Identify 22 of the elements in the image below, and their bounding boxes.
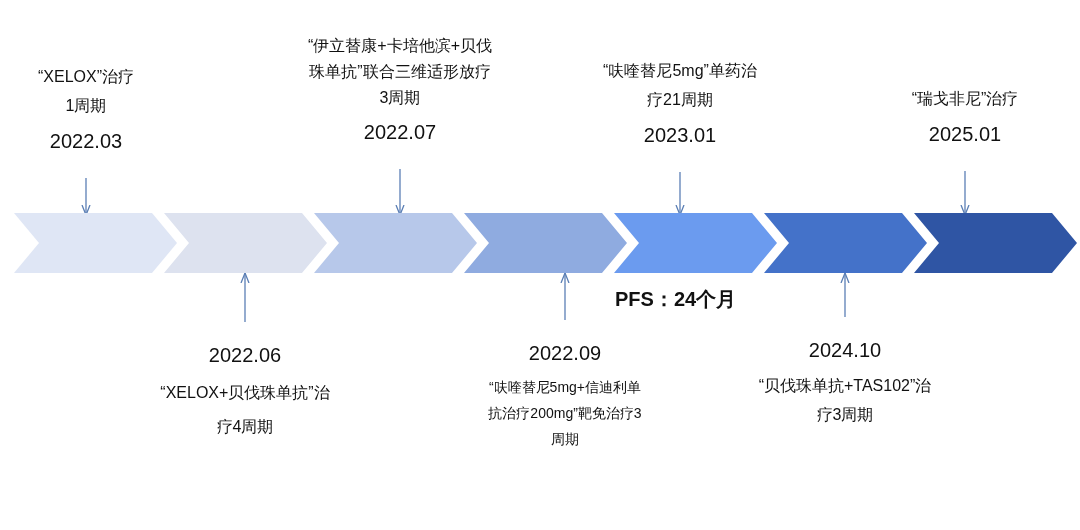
treatment-text: “呋喹替尼5mg”单药治疗21周期	[602, 61, 758, 110]
treatment-text: “瑞戈非尼”治疗	[910, 89, 1020, 109]
arrow	[240, 272, 250, 323]
treatment-text: “XELOX+贝伐珠单抗”治疗4周期	[159, 383, 331, 437]
date-label: 2024.10	[807, 338, 883, 363]
date-label: 2022.09	[527, 341, 603, 366]
arrow	[81, 177, 91, 216]
date-label: 2022.06	[207, 343, 283, 368]
pfs-label: PFS：24个月	[615, 287, 737, 312]
arrow	[960, 170, 970, 216]
treatment-text: “伊立替康+卡培他滨+贝伐珠单抗”联合三维适形放疗3周期	[307, 36, 493, 108]
date-label: 2022.03	[48, 129, 124, 154]
treatment-text: “呋喹替尼5mg+信迪利单抗治疗200mg”靶免治疗3周期	[487, 378, 643, 449]
date-label: 2023.01	[642, 123, 718, 148]
date-label: 2022.07	[362, 120, 438, 145]
arrow	[560, 272, 570, 321]
arrow	[675, 171, 685, 216]
treatment-text: “XELOX”治疗1周期	[37, 67, 135, 116]
treatment-text: “贝伐珠单抗+TAS102”治疗3周期	[757, 376, 933, 425]
arrow	[840, 272, 850, 318]
date-label: 2025.01	[927, 122, 1003, 147]
arrow	[395, 168, 405, 216]
